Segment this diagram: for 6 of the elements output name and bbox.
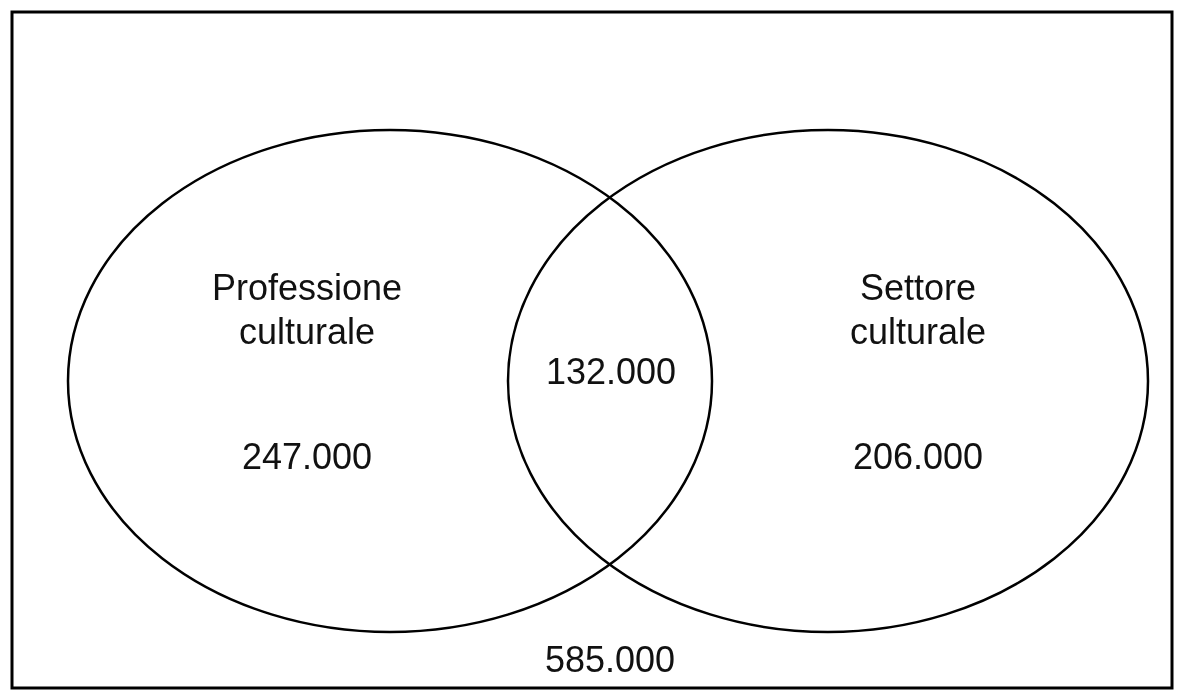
count-value: 132.000 — [545, 350, 677, 394]
count-value: 585.000 — [544, 638, 676, 682]
count-value: 206.000 — [851, 435, 985, 479]
set-label: Professione culturale — [210, 266, 404, 354]
count-value: 247.000 — [240, 435, 374, 479]
set-label: Settore culturale — [848, 266, 988, 354]
